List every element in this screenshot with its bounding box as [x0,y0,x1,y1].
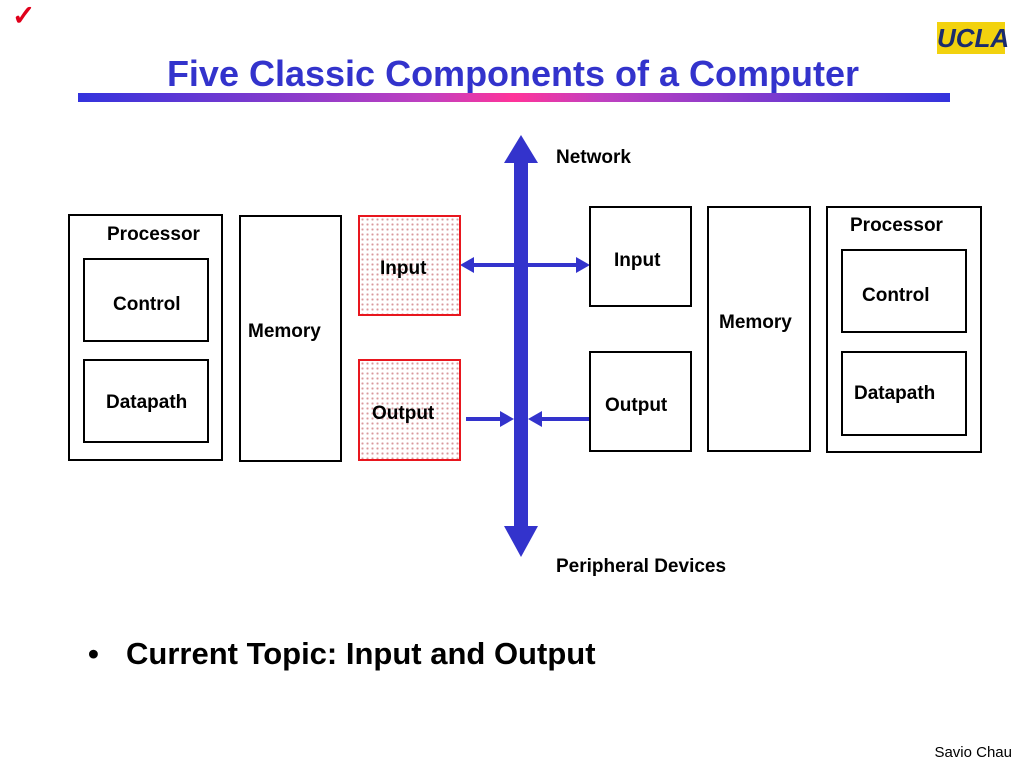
network-label: Network [556,147,631,168]
left-datapath-box [83,359,209,443]
peripheral-devices-label: Peripheral Devices [556,556,727,577]
right-datapath-box [841,351,967,436]
network-bus-shaft [514,160,528,528]
left-input-box [358,215,461,316]
left-memory-box [239,215,342,462]
left-output-box [358,359,461,461]
ucla-logo: UCLA [937,22,1010,54]
current-topic-text: Current Topic: Input and Output [126,636,596,671]
title-underline [78,93,950,102]
right-datapath-label: Datapath [854,383,936,404]
right-output-box [589,351,692,452]
left-input-label: Input [380,258,427,279]
right-memory-box [707,206,811,452]
slide-title: Five Classic Components of a Computer [166,53,860,94]
left-memory-label: Memory [248,321,321,342]
left-output-label: Output [372,403,435,424]
right-output-label: Output [605,395,668,416]
right-input-box [589,206,692,307]
network-bus-arrowhead-down [504,526,538,557]
right-input-label: Input [614,250,661,271]
left-control-label: Control [113,294,181,315]
left-control-box [83,258,209,342]
left-output-arrow [500,411,514,427]
check-mark-icon: ✓ [12,0,36,31]
left-input-arrow-left [460,257,474,273]
right-input-arrow-right [576,257,590,273]
right-control-box [841,249,967,333]
right-control-label: Control [862,285,930,306]
right-processor-label: Processor [850,215,943,236]
left-datapath-label: Datapath [106,392,188,413]
left-processor-label: Processor [107,224,200,245]
bullet-glyph: • [88,636,99,671]
network-bus-arrowhead-up [504,135,538,163]
current-topic-bullet: • Current Topic: Input and Output [88,636,596,672]
right-output-arrow [528,411,542,427]
right-memory-label: Memory [719,312,792,333]
footer-author: Savio Chau [934,744,1012,761]
